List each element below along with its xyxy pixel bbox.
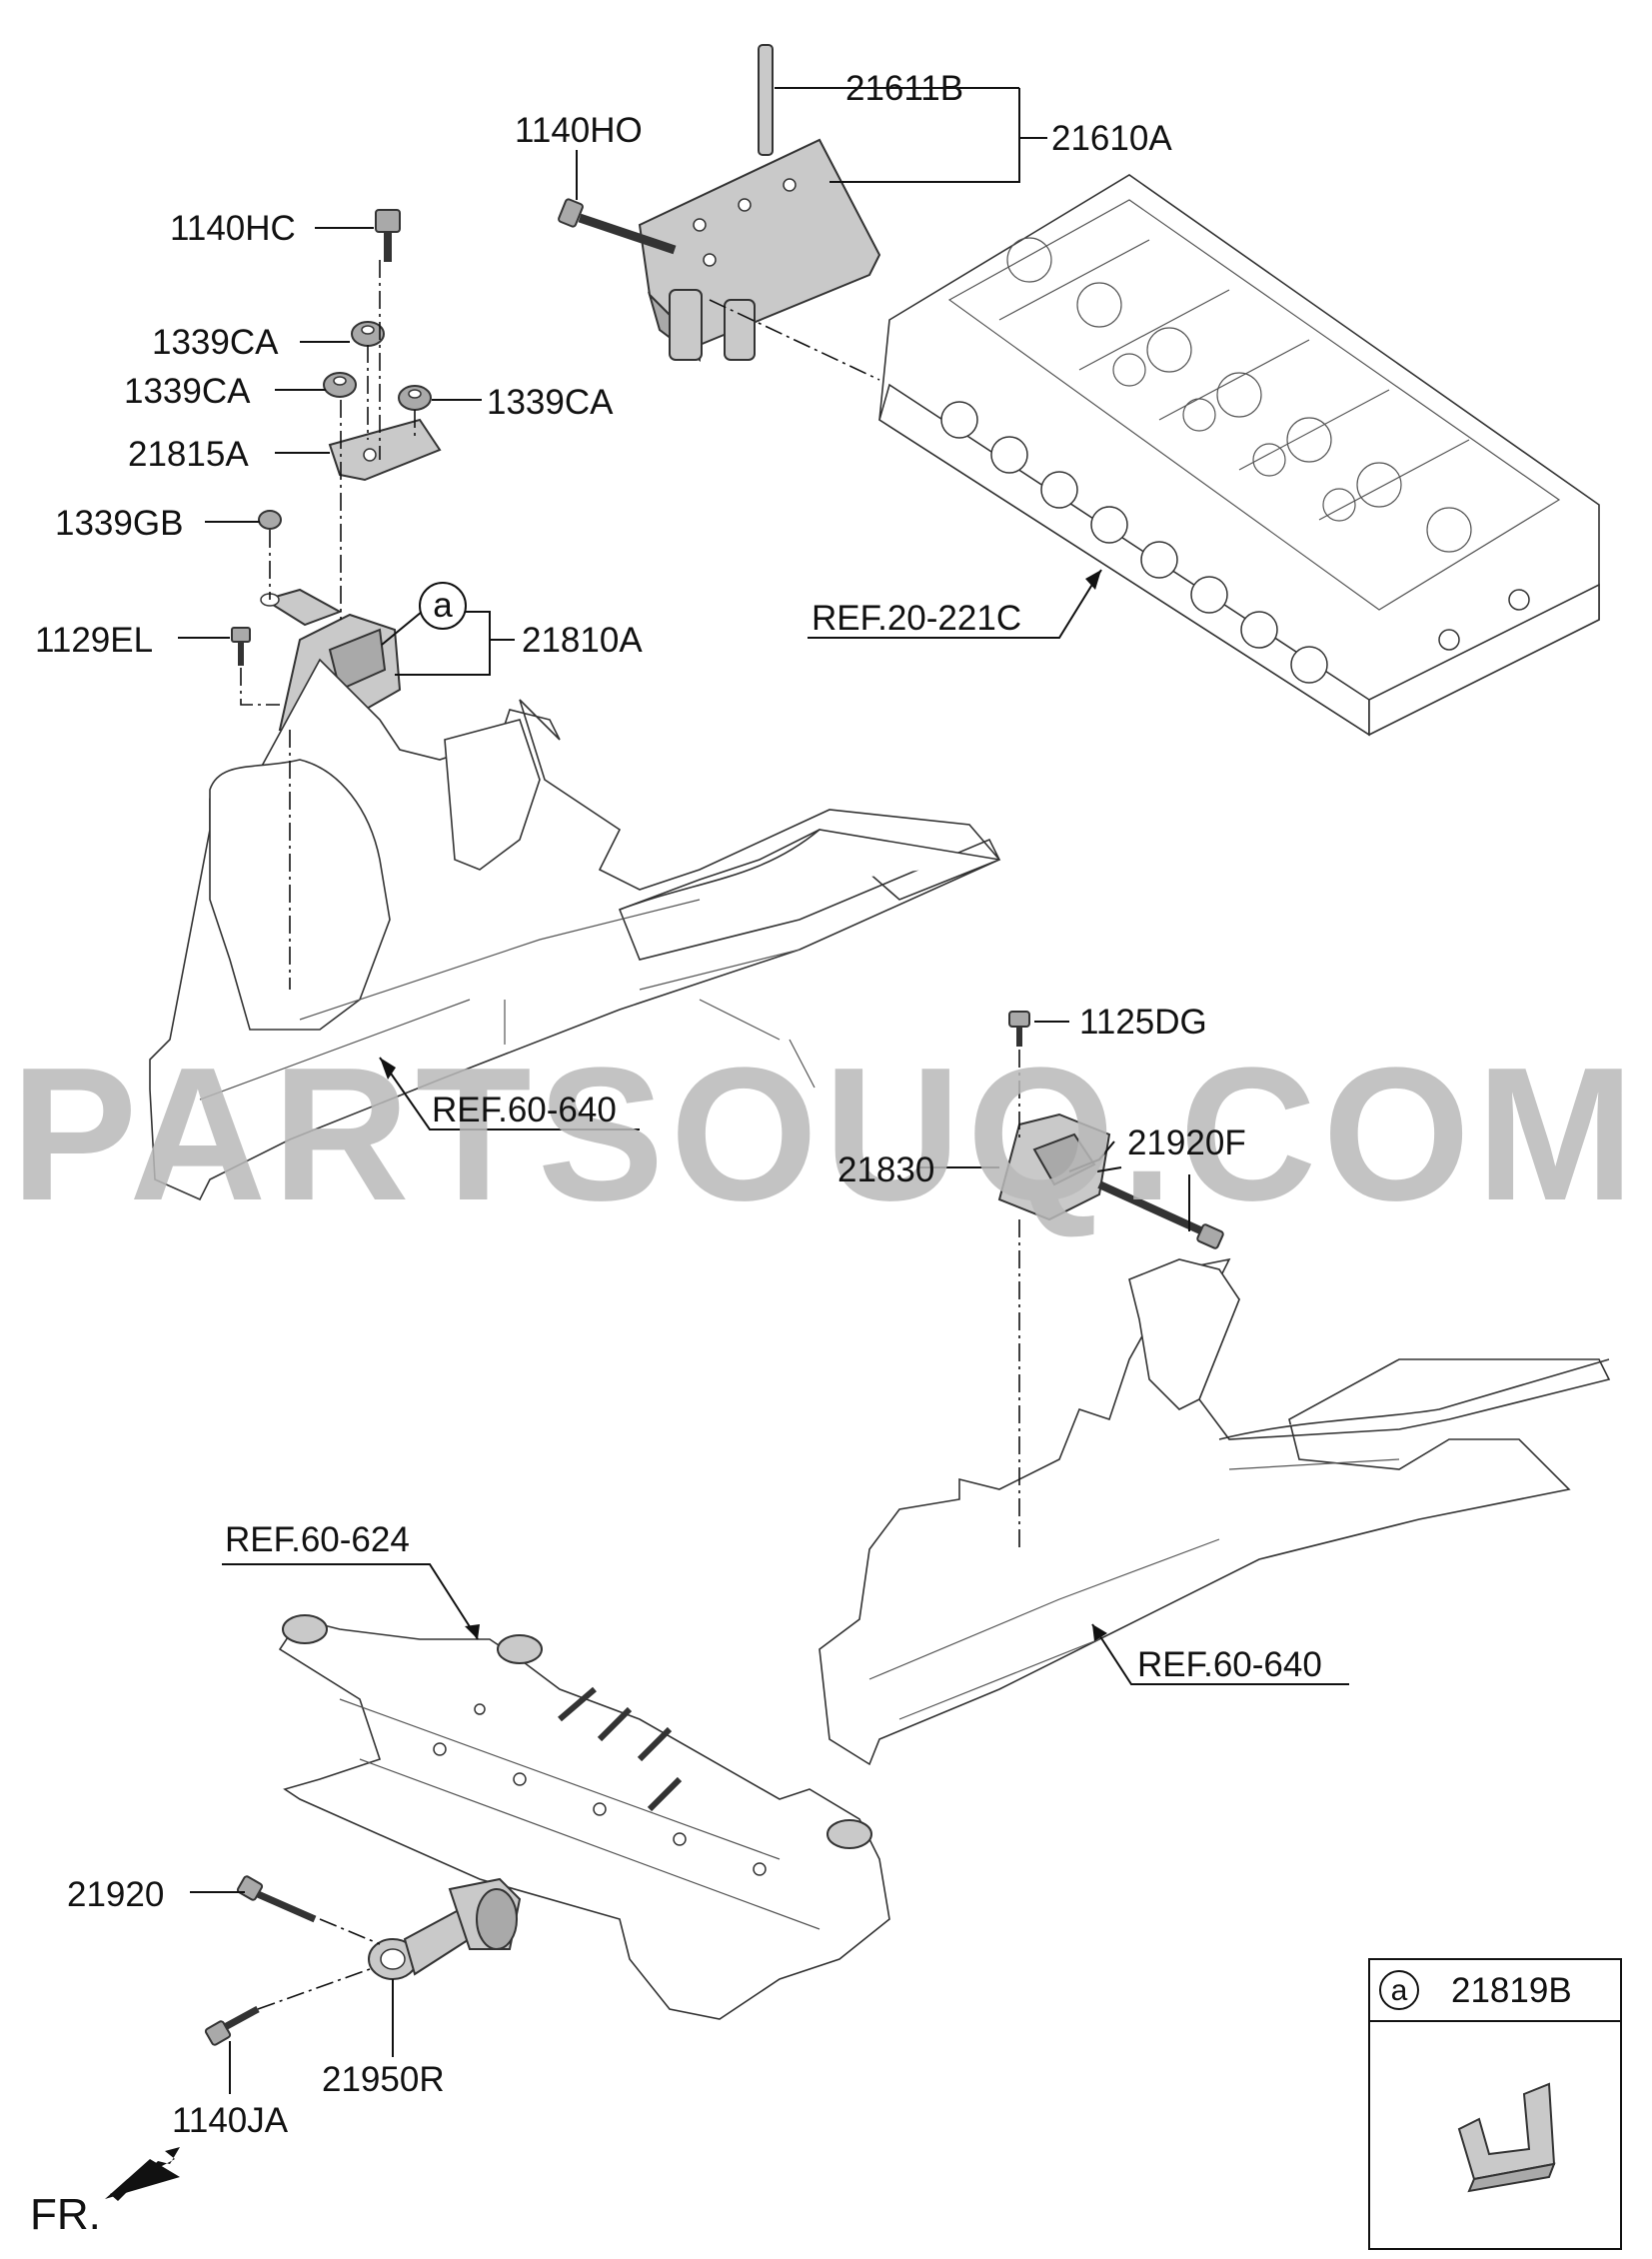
watermark: PARTSOUQ.COM	[11, 1029, 1641, 1240]
cylinder-head-drawing	[878, 174, 1600, 737]
ref-cylinder-head: REF.20-221C	[812, 599, 1021, 638]
label-21610A: 21610A	[1051, 119, 1172, 158]
bracket-21815A	[328, 418, 442, 482]
label-1140JA: 1140JA	[172, 2101, 289, 2140]
left-side-member-drawing	[149, 658, 1001, 1201]
ref-right-side-member: REF.60-640	[1137, 1645, 1322, 1684]
bolt-21920F	[1097, 1180, 1224, 1249]
inset-part-label: 21819B	[1451, 1971, 1572, 2010]
nut-1339CA-right	[398, 385, 432, 411]
bolt-1129EL	[231, 627, 251, 666]
inset-box: a 21819B	[1368, 1958, 1622, 2250]
label-21815A: 21815A	[128, 435, 249, 474]
subframe-drawing	[278, 1614, 890, 2020]
clip-21819B	[1457, 2082, 1556, 2193]
bolt-1140JA	[204, 2005, 260, 2046]
label-1339CA-left: 1339CA	[124, 372, 251, 411]
label-1339CA-right: 1339CA	[487, 383, 614, 422]
bolt-1140HC	[375, 209, 401, 262]
roll-rod-21950R	[368, 1877, 522, 1980]
part-labels: 21611B 21610A 1140HO 1140HC 1339CA 1339C…	[35, 69, 1246, 2140]
nut-1339CA-left	[323, 372, 357, 398]
bolt-1125DG	[1008, 1011, 1030, 1047]
ref-subframe: REF.60-624	[225, 1520, 410, 1559]
label-21950R: 21950R	[322, 2060, 445, 2099]
stud-21611B	[758, 44, 774, 156]
right-side-member-drawing	[819, 1257, 1611, 1766]
label-1339CA-top: 1339CA	[152, 323, 279, 362]
label-1140HO: 1140HO	[515, 111, 643, 150]
label-21920: 21920	[67, 1875, 164, 1914]
front-label: FR.	[30, 2190, 101, 2239]
engine-bracket-21610A	[638, 138, 881, 362]
label-21920F: 21920F	[1127, 1124, 1246, 1162]
label-21611B: 21611B	[845, 69, 963, 108]
transmission-mount-21830	[997, 1113, 1111, 1221]
callout-a-letter: a	[433, 586, 453, 625]
callout-a-marker: a	[419, 582, 467, 630]
nut-1339GB	[258, 510, 282, 530]
inset-marker: a	[1391, 1974, 1408, 2007]
leader-lines	[178, 87, 1349, 2094]
label-1129EL: 1129EL	[35, 621, 153, 660]
assembly-centerlines	[240, 260, 1020, 2010]
reference-labels: REF.20-221C REF.60-640 REF.60-640 REF.60…	[225, 599, 1322, 1684]
ref-left-side-member: REF.60-640	[432, 1091, 617, 1130]
label-1140HC: 1140HC	[170, 209, 296, 248]
front-direction-indicator: FR.	[30, 2147, 180, 2239]
label-1339GB: 1339GB	[55, 504, 183, 543]
label-21810A: 21810A	[522, 621, 643, 660]
label-1125DG: 1125DG	[1079, 1003, 1207, 1042]
bolt-21920	[236, 1875, 317, 1923]
bolt-1140HO	[558, 198, 677, 255]
label-21830: 21830	[837, 1150, 934, 1189]
